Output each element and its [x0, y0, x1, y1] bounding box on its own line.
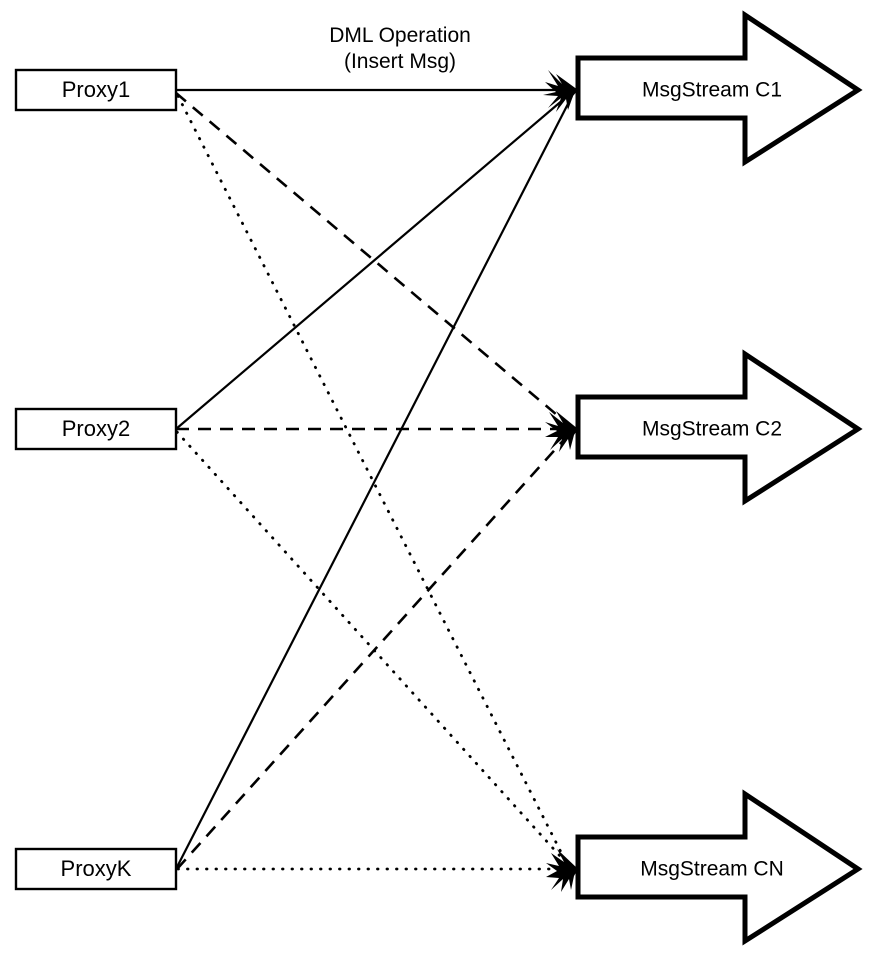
- msgstream-c2-label: MsgStream C2: [642, 418, 782, 441]
- proxy2-label: Proxy2: [62, 416, 130, 441]
- msgstream-cn-arrow-icon[interactable]: [575, 789, 863, 946]
- proxyk-label: ProxyK: [61, 856, 132, 881]
- edge-caption-group: DML Operation (Insert Msg): [329, 24, 471, 73]
- proxy-node-proxy1[interactable]: Proxy1: [14, 68, 178, 112]
- stream-node-msgstream-c2[interactable]: MsgStream C2: [575, 349, 863, 506]
- msgstream-c2-arrow-icon[interactable]: [575, 349, 863, 506]
- edge-proxyk-to-msgstream-c2[interactable]: [176, 432, 571, 870]
- arrowhead-msgstream-cn-icon: [546, 849, 578, 892]
- msgstream-cn-label: MsgStream CN: [640, 858, 784, 881]
- arrowhead-msgstream-c2-icon: [545, 411, 578, 452]
- proxy1-label: Proxy1: [62, 77, 130, 102]
- edge-caption-line2: (Insert Msg): [344, 50, 456, 73]
- streams-group: MsgStream C1 MsgStream C2 MsgStream CN: [575, 10, 863, 946]
- edge-proxyk-to-msgstream-c1[interactable]: [175, 95, 573, 870]
- edge-caption-line1: DML Operation: [329, 24, 471, 47]
- proxy-node-proxyk[interactable]: ProxyK: [14, 847, 178, 891]
- edge-proxy1-to-msgstream-c2[interactable]: [175, 92, 571, 427]
- arrowhead-msgstream-c1-icon: [543, 70, 578, 112]
- proxies-group: Proxy1 Proxy2 ProxyK: [14, 68, 178, 891]
- stream-node-msgstream-c1[interactable]: MsgStream C1: [575, 10, 863, 167]
- edge-proxy2-to-msgstream-c1[interactable]: [175, 92, 572, 430]
- stream-node-msgstream-cn[interactable]: MsgStream CN: [575, 789, 863, 946]
- proxy2-box[interactable]: [14, 407, 178, 451]
- arrowheads-group: [543, 70, 578, 892]
- edge-proxy1-to-msgstream-cn[interactable]: [176, 94, 570, 868]
- msgstream-c1-arrow-icon[interactable]: [575, 10, 863, 167]
- edges-group: [175, 88, 573, 871]
- edge-proxy2-to-msgstream-cn[interactable]: [175, 430, 571, 868]
- proxy-node-proxy2[interactable]: Proxy2: [14, 407, 178, 451]
- proxyk-box[interactable]: [14, 847, 178, 891]
- msgstream-c1-label: MsgStream C1: [642, 79, 782, 102]
- proxy1-box[interactable]: [14, 68, 178, 112]
